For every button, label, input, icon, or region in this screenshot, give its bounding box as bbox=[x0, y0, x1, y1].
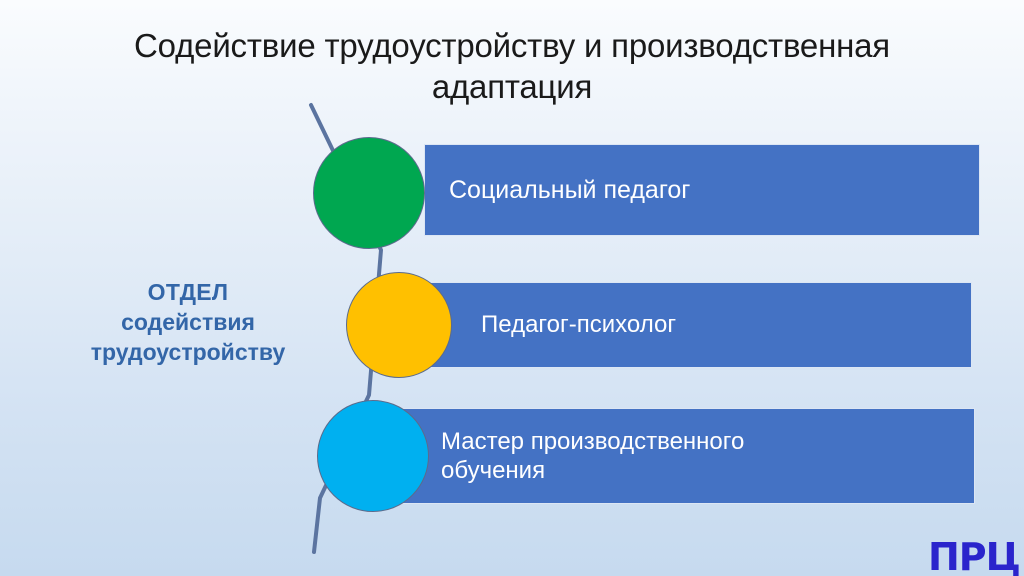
item-bar-label: Мастер производственного обучения bbox=[441, 427, 745, 484]
green-circle bbox=[313, 137, 425, 249]
item-bar-psychologist[interactable]: Педагог-психолог bbox=[424, 282, 972, 368]
item-bar-label: Социальный педагог bbox=[449, 175, 691, 204]
department-label: ОТДЕЛ содействия трудоустройству bbox=[48, 278, 328, 368]
item-bar-production-master[interactable]: Мастер производственного обучения bbox=[400, 408, 975, 504]
department-label-line-1: ОТДЕЛ bbox=[147, 279, 229, 305]
department-label-line-3: трудоустройству bbox=[90, 338, 286, 365]
page-title: Содействие трудоустройству и производств… bbox=[134, 27, 890, 105]
cyan-circle bbox=[317, 400, 429, 512]
item-bar-social-teacher[interactable]: Социальный педагог bbox=[424, 144, 980, 236]
item-bar-label: Педагог-психолог bbox=[481, 311, 677, 339]
department-label-line-2: содействия bbox=[121, 308, 255, 335]
prc-logo: ПРЦ bbox=[928, 535, 1021, 576]
yellow-circle bbox=[346, 272, 452, 378]
